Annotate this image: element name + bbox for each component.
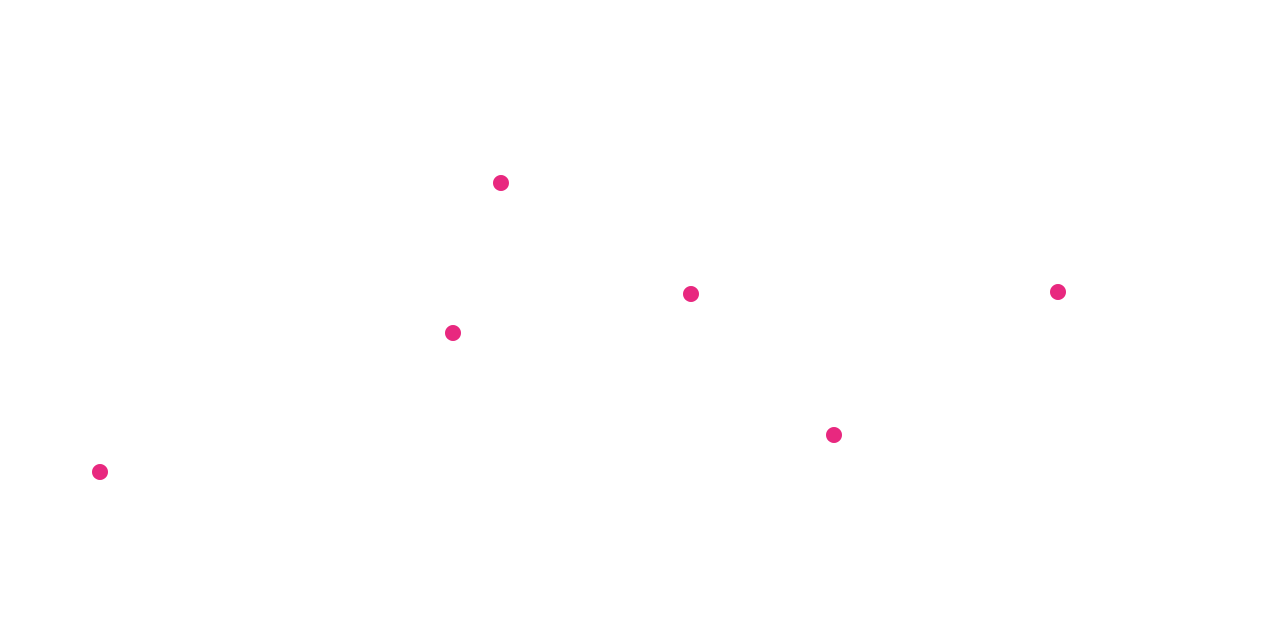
data-point-5 — [826, 427, 842, 443]
data-point-6 — [1050, 284, 1066, 300]
data-point-1 — [92, 464, 108, 480]
data-point-3 — [493, 175, 509, 191]
data-points — [92, 175, 1066, 480]
data-point-2 — [445, 325, 461, 341]
data-point-4 — [683, 286, 699, 302]
